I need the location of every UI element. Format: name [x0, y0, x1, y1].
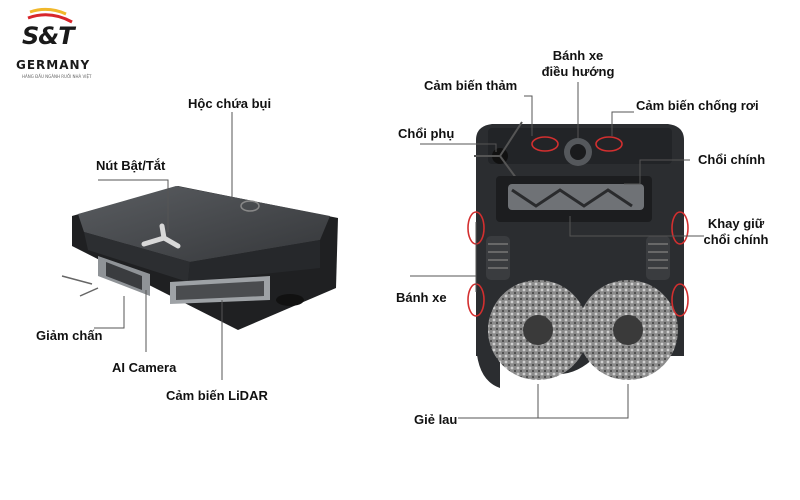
label-wheels: Bánh xe — [396, 290, 447, 305]
label-brush-tray-line2: chổi chính — [703, 232, 769, 247]
label-guide-wheel-line2: điều hướng — [541, 64, 615, 79]
label-carpet-sensor: Cảm biến thảm — [424, 78, 518, 93]
power-button-icon — [141, 223, 181, 249]
label-dust-box: Hộc chứa bụi — [188, 96, 272, 111]
label-ai-camera: AI Camera — [112, 360, 177, 375]
brand-name: GERMANY — [16, 58, 91, 72]
label-lidar: Cảm biến LiDAR — [166, 388, 268, 403]
label-cliff-sensor: Cảm biến chống rơi — [636, 98, 759, 113]
label-main-brush: Chổi chính — [698, 152, 766, 167]
left-leader-lines — [94, 112, 233, 380]
logo-mark: S&T — [22, 22, 75, 50]
label-side-brush: Chổi phụ — [398, 126, 455, 141]
label-brush-tray-line1: Khay giữ — [707, 216, 765, 231]
right-leader-lines — [410, 82, 704, 419]
label-guide-wheel: Bánh xe điều hướng — [528, 48, 628, 80]
label-bumper: Giảm chấn — [36, 328, 103, 343]
robot-underside — [474, 121, 684, 388]
label-brush-tray: Khay giữ chổi chính — [696, 216, 776, 248]
robot-top-view — [61, 186, 338, 330]
label-power-button: Nút Bật/Tắt — [96, 158, 166, 173]
brand-logo — [27, 7, 73, 24]
label-mop: Giẻ lau — [414, 412, 458, 427]
brand-tagline: HÀNG ĐẦU NGÀNH RUỒI NHÀ VIỆT — [22, 74, 92, 79]
sensor-highlights — [467, 136, 689, 317]
label-guide-wheel-line1: Bánh xe — [552, 48, 604, 63]
